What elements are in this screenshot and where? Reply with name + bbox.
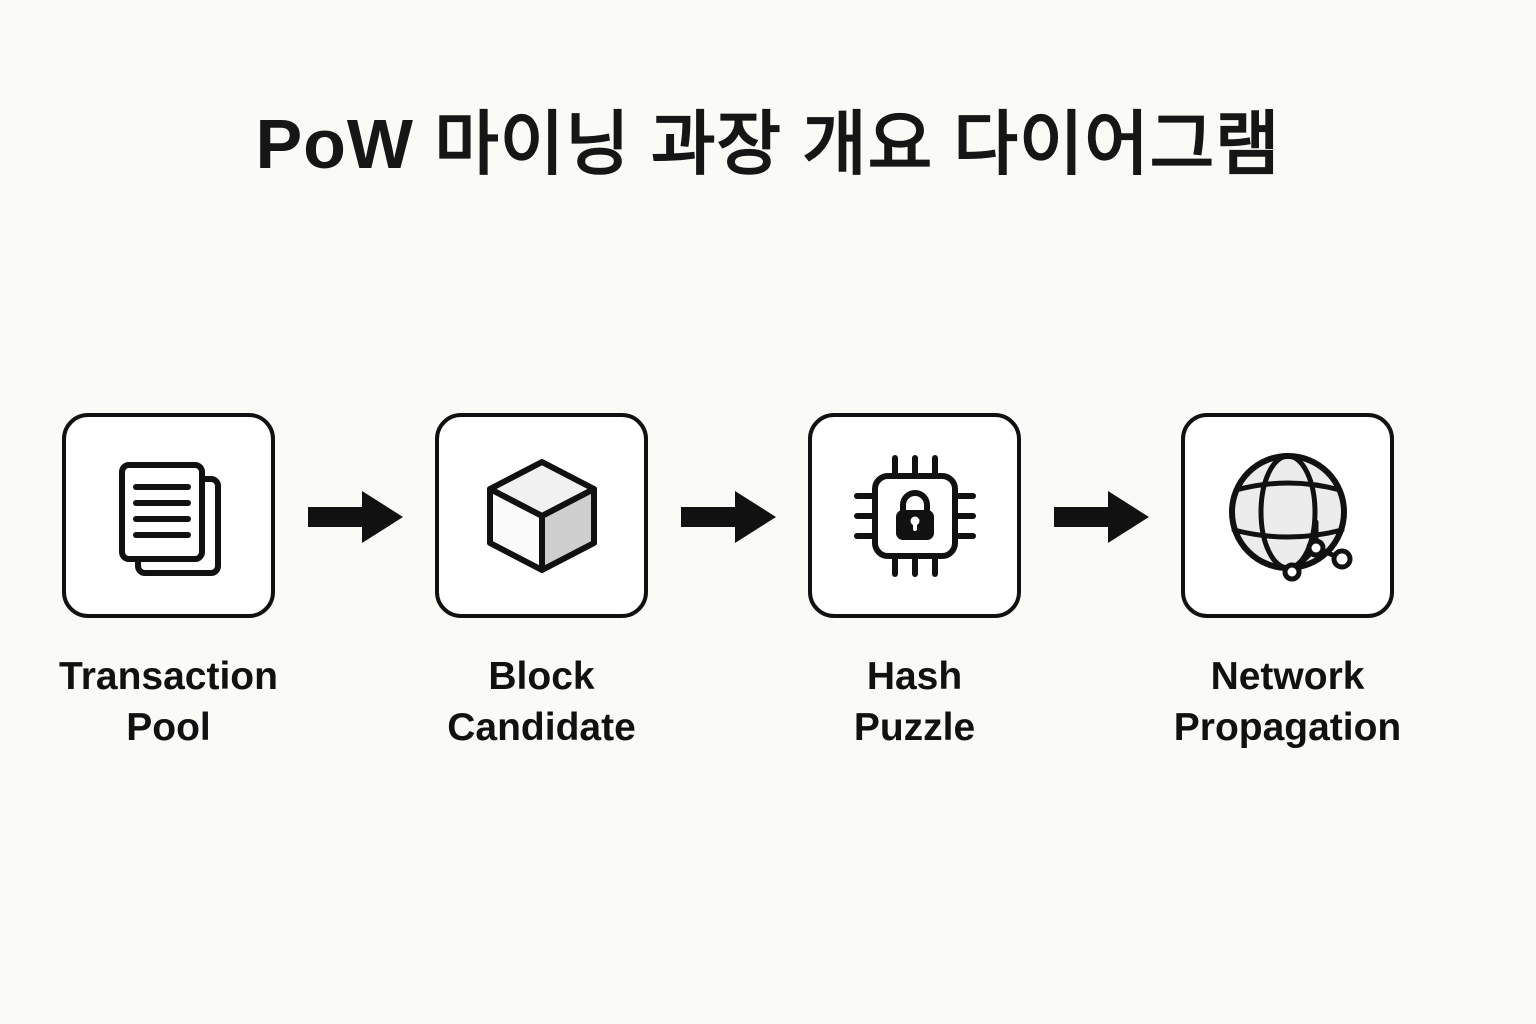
step-block-candidate: Block Candidate [435, 413, 648, 753]
arrow-1 [275, 486, 435, 548]
arrow-2 [648, 486, 808, 548]
arrow-right-icon [1053, 491, 1149, 543]
documents-icon [118, 461, 221, 576]
hash-puzzle-box [808, 413, 1021, 618]
transaction-pool-box [62, 413, 275, 618]
label-line: Hash [866, 655, 963, 698]
block-candidate-box [435, 413, 648, 618]
globe-network-icon [1228, 452, 1352, 581]
arrow-right-icon [680, 491, 776, 543]
label-line: Puzzle [853, 705, 976, 749]
cube-icon [486, 458, 597, 573]
hash-puzzle-label: Hash Puzzle [854, 652, 975, 753]
label-line: Candidate [447, 705, 636, 749]
label-line: Pool [126, 705, 211, 749]
step-transaction-pool: Transaction Pool [59, 413, 278, 753]
diagram-page: PoW 마이닝 과장 개요 다이어그램 Transaction Pool [0, 88, 1536, 1024]
label-line: Block [488, 655, 595, 698]
label-line: Propagation [1173, 705, 1402, 749]
network-propagation-box [1181, 413, 1394, 618]
network-propagation-label: Network Propagation [1174, 652, 1402, 753]
arrow-right-icon [307, 491, 403, 543]
chip-lock-icon [853, 454, 976, 577]
arrow-3 [1021, 486, 1181, 548]
process-flow: Transaction Pool Block Candidate [59, 413, 1536, 753]
step-network-propagation: Network Propagation [1174, 413, 1401, 753]
transaction-pool-label: Transaction Pool [59, 652, 278, 753]
label-line: Transaction [59, 655, 278, 698]
step-hash-puzzle: Hash Puzzle [808, 413, 1021, 753]
label-line: Network [1210, 655, 1365, 698]
block-candidate-label: Block Candidate [447, 652, 636, 753]
diagram-title: PoW 마이닝 과장 개요 다이어그램 [255, 105, 1281, 183]
